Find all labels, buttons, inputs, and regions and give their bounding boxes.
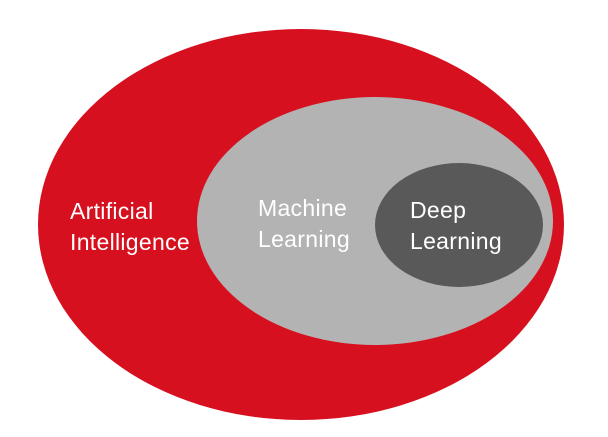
deep-learning-label: Deep Learning: [410, 195, 502, 257]
deep-learning-label-line2: Learning: [410, 228, 502, 254]
artificial-intelligence-label-line1: Artificial: [70, 198, 154, 224]
artificial-intelligence-label-line2: Intelligence: [70, 229, 190, 255]
artificial-intelligence-label: Artificial Intelligence: [70, 196, 190, 258]
machine-learning-label-line2: Learning: [258, 226, 350, 252]
machine-learning-label-line1: Machine: [258, 195, 348, 221]
deep-learning-label-line1: Deep: [410, 197, 467, 223]
deep-learning-ellipse: [375, 163, 543, 287]
machine-learning-label: Machine Learning: [258, 193, 350, 255]
